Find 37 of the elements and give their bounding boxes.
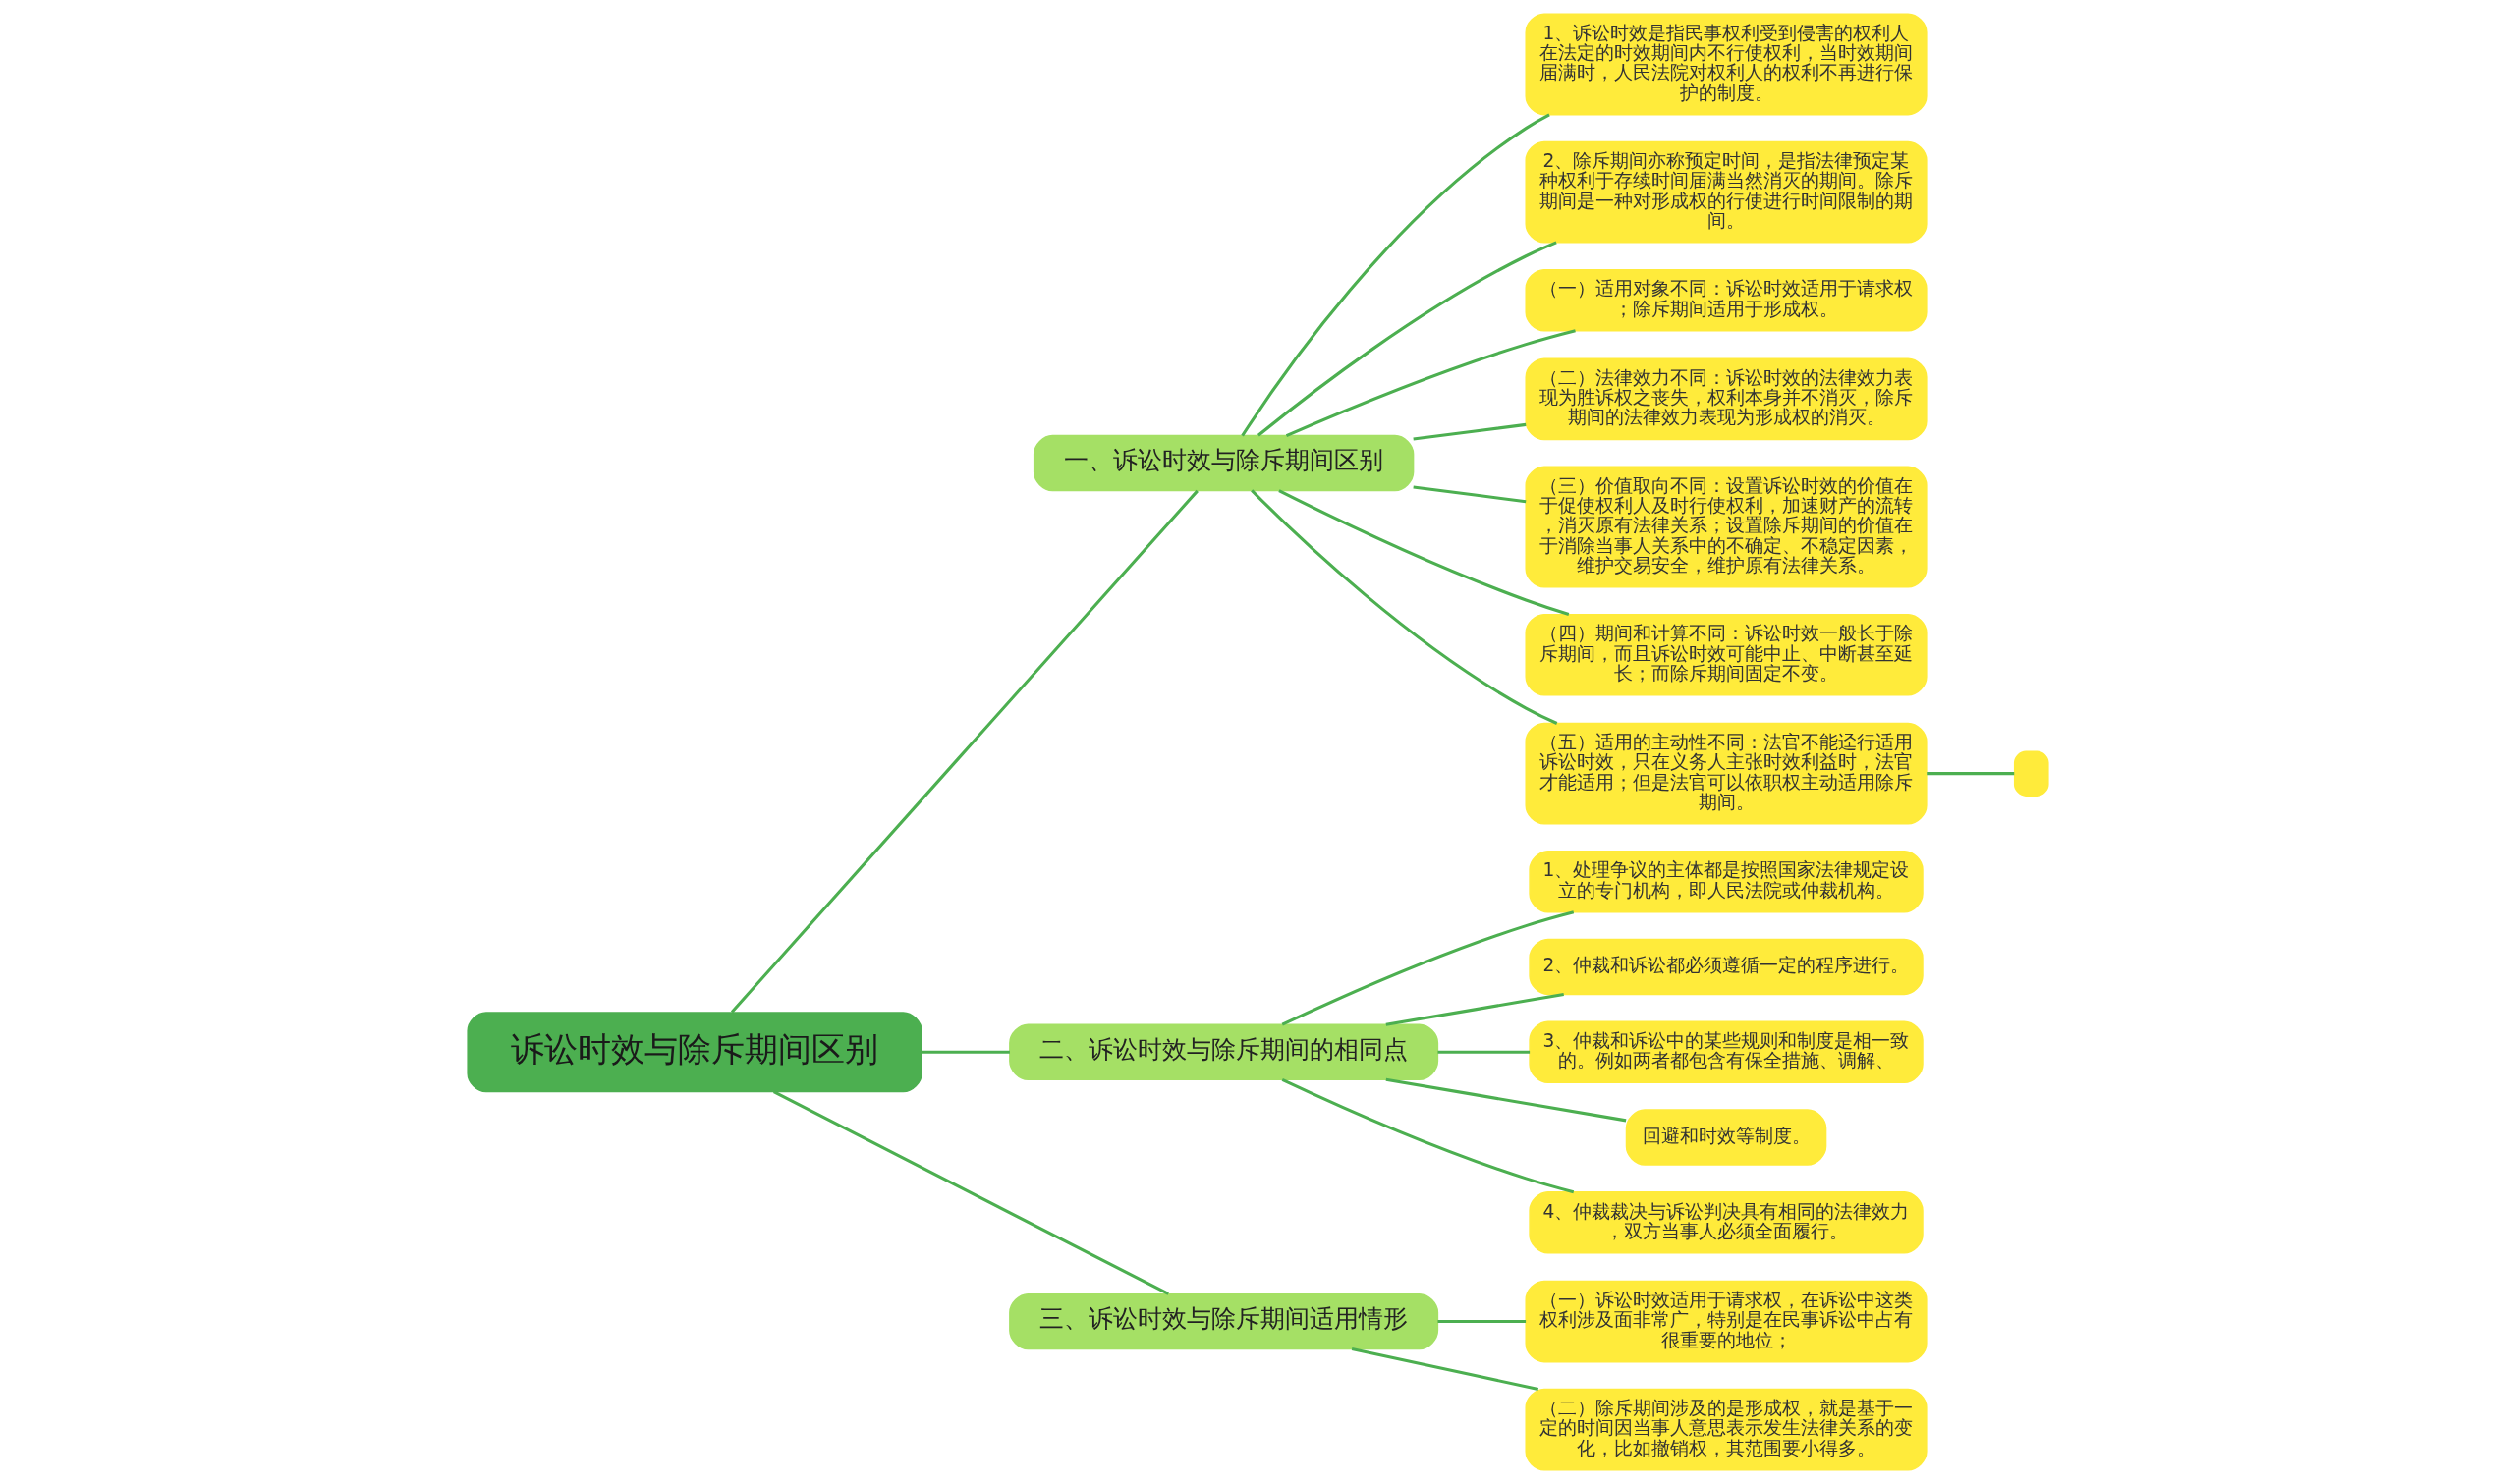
node-box: （四）期间和计算不同：诉讼时效一般长于除斥期间，而且诉讼时效可能中止、中断甚至延长；而除斥期间固定不变。 [1524, 613, 1928, 696]
connector [1412, 485, 1526, 504]
node-box: 诉讼时效与除斥期间区别 [466, 1012, 922, 1093]
node-box: 2、仲裁和诉讼都必须遵循一定的程序进行。 [1528, 938, 1924, 996]
connector [1240, 113, 1550, 437]
connector [1385, 992, 1564, 1026]
connector [1351, 1347, 1538, 1391]
connector [1385, 1077, 1626, 1123]
connector [1257, 241, 1557, 437]
connector [921, 1050, 1010, 1054]
node-box: 二、诉讼时效与除斥期间的相同点 [1008, 1023, 1438, 1080]
connector [772, 1090, 1169, 1295]
connector [730, 489, 1199, 1014]
node-box: 回避和时效等制度。 [1625, 1109, 1826, 1166]
node-box: 3、仲裁和诉讼中的某些规则和制度是相一致的。例如两者都包含有保全措施、调解、 [1528, 1020, 1924, 1084]
node-box: （二）法律效力不同：诉讼时效的法律效力表现为胜诉权之丧失，权利本身并不消灭，除斥期间的法律效力表现为形成权的消灭。 [1524, 357, 1928, 441]
node-box: 一、诉讼时效与除斥期间区别 [1033, 434, 1414, 492]
node-box: 1、诉讼时效是指民事权利受到侵害的权利人在法定的时效期间内不行使权利，当时效期间届满时，人民法院对权利人的权利不再进行保护的制度。 [1524, 13, 1928, 116]
connector [1277, 489, 1569, 617]
connector [1250, 489, 1557, 725]
node-box [2013, 750, 2049, 797]
node-box: 1、处理争议的主体都是按照国家法律规定设立的专门机构，即人民法院或仲裁机构。 [1528, 850, 1924, 913]
connector [1926, 772, 2014, 776]
node-box: 三、诉讼时效与除斥期间适用情形 [1008, 1292, 1438, 1350]
node-box: （二）除斥期间涉及的是形成权，就是基于一定的时间因当事人意思表示发生法律关系的变化，比如撤销权，其范围要小得多。 [1524, 1388, 1928, 1471]
node-box: （三）价值取向不同：设置诉讼时效的价值在于促使权利人及时行使权利，加速财产的流转，消灭原有法律关系；设置除斥期间的价值在于消除当事人关系中的不确定、不稳定因素，维护交易安全，维护原有法律关系。 [1524, 466, 1928, 588]
node-box: （一）适用对象不同：诉讼时效适用于请求权；除斥期间适用于形成权。 [1524, 268, 1928, 332]
connector [1281, 1077, 1574, 1194]
connector [1412, 422, 1526, 441]
connector [1285, 329, 1576, 437]
node-box: 2、除斥期间亦称预定时间，是指法律预定某种权利于存续时间届满当然消灭的期间。除斥期间是一种对形成权的行使进行时间限制的期间。 [1524, 140, 1928, 244]
node-box: （五）适用的主动性不同：法官不能迳行适用诉讼时效，只在义务人主张时效利益时，法官才能适用；但是法官可以依职权主动适用除斥期间。 [1524, 722, 1928, 825]
connector [1437, 1320, 1526, 1324]
connector [1281, 910, 1574, 1026]
node-box: （一）诉讼时效适用于请求权，在诉讼中这类权利涉及面非常广，特别是在民事诉讼中占有很重要的地位； [1524, 1280, 1928, 1363]
node-box: 4、仲裁裁决与诉讼判决具有相同的法律效力，双方当事人必须全面履行。 [1528, 1191, 1924, 1254]
connector [1437, 1050, 1530, 1054]
